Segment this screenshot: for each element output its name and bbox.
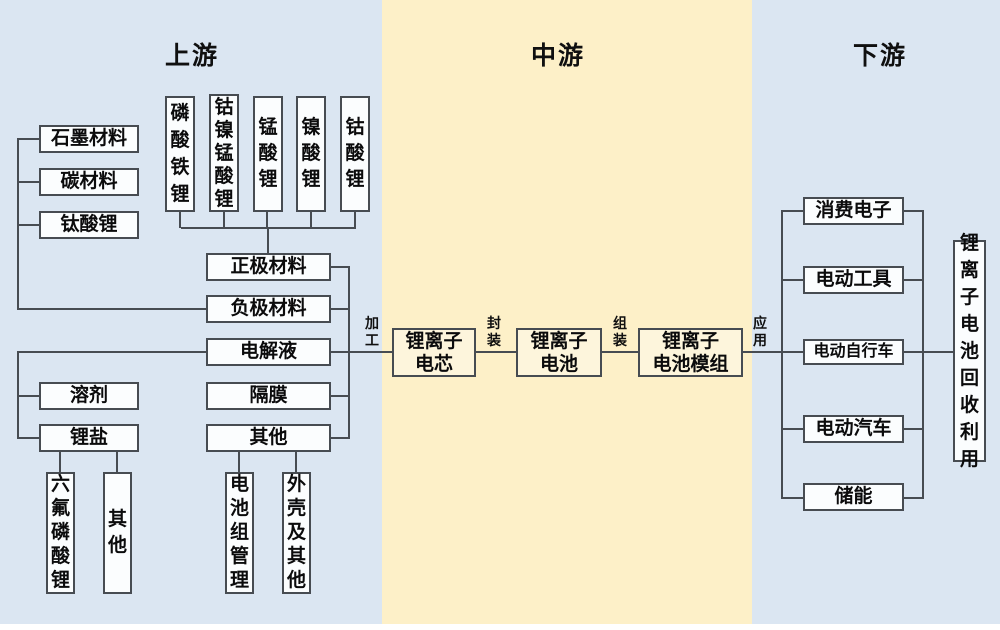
node-other-salt: 其他 (103, 472, 132, 594)
connector-line (781, 210, 803, 212)
node-electric-vehicle: 电动汽车 (803, 415, 904, 443)
node-separator: 隔膜 (206, 382, 331, 410)
connector-line (743, 351, 803, 353)
node-lithium-nickelate: 镍酸锂 (296, 96, 326, 212)
li-ion-cell-line1: 锂离子 (405, 330, 463, 352)
node-graphite-materials: 石墨材料 (39, 125, 139, 153)
connector-line (904, 279, 922, 281)
node-li-ion-battery-module: 锂离子 电池模组 (638, 328, 743, 377)
connector-line (354, 212, 356, 228)
node-energy-storage: 储能 (803, 483, 904, 511)
connector-line (904, 428, 922, 430)
label-application: 应用 (753, 315, 767, 348)
node-electrolyte: 电解液 (206, 338, 331, 366)
node-lithium-manganate: 锰酸锂 (253, 96, 283, 212)
connector-line (267, 227, 269, 254)
node-carbon-materials: 碳材料 (39, 168, 139, 196)
connector-line (331, 308, 349, 310)
node-cathode-material: 正极材料 (206, 253, 331, 281)
node-consumer-electronics: 消费电子 (803, 197, 904, 225)
connector-line (348, 351, 392, 353)
node-lipf6: 六氟磷酸锂 (46, 472, 75, 594)
connector-line (904, 497, 922, 499)
title-downstream: 下游 (852, 42, 907, 70)
li-ion-battery-module-line1: 锂离子 (661, 330, 719, 352)
connector-line (238, 452, 240, 472)
node-solvent: 溶剂 (39, 382, 139, 410)
connector-line (310, 212, 312, 228)
connector-line (17, 308, 207, 310)
connector-line (781, 428, 803, 430)
node-power-tools: 电动工具 (803, 266, 904, 294)
connector-line (904, 351, 953, 353)
connector-line (922, 210, 924, 499)
node-battery-management: 电池组管理 (225, 472, 254, 594)
bottom-white-strip (0, 624, 1000, 630)
node-other-components: 其他 (206, 424, 331, 452)
connector-line (781, 210, 783, 499)
connector-line (904, 210, 922, 212)
connector-line (331, 351, 349, 353)
node-lithium-cobaltate: 钴酸锂 (340, 96, 370, 212)
li-ion-cell-line2: 电芯 (414, 353, 453, 375)
connector-line (781, 497, 803, 499)
connector-line (223, 212, 225, 228)
connector-line (17, 351, 19, 439)
li-ion-battery-line2: 电池 (539, 353, 578, 375)
connector-line (17, 395, 40, 397)
node-li-ion-battery: 锂离子 电池 (516, 328, 602, 377)
label-assembly: 组装 (613, 315, 627, 348)
connector-line (331, 395, 349, 397)
connector-line (266, 212, 268, 228)
connector-line (179, 212, 181, 228)
connector-line (116, 452, 118, 472)
node-lithium-salt: 锂盐 (39, 424, 139, 452)
connector-line (331, 437, 349, 439)
connector-line (331, 266, 349, 268)
connector-line (17, 224, 40, 226)
title-midstream: 中游 (530, 42, 585, 70)
li-ion-battery-line1: 锂离子 (530, 330, 588, 352)
connector-line (17, 181, 40, 183)
label-packaging: 封装 (487, 315, 501, 348)
node-ncm-lithium: 钴镍锰酸锂 (209, 94, 239, 212)
connector-line (17, 138, 19, 310)
node-electric-bicycle: 电动自行车 (803, 339, 904, 365)
connector-line (476, 351, 516, 353)
node-lithium-titanate: 钛酸锂 (39, 211, 139, 239)
connector-line (17, 437, 40, 439)
node-anode-material: 负极材料 (206, 295, 331, 323)
node-battery-recycling: 锂离子电池回收利用 (953, 233, 986, 470)
connector-line (17, 351, 207, 353)
connector-line (17, 138, 40, 140)
connector-line (781, 279, 803, 281)
title-upstream: 上游 (164, 42, 219, 70)
li-ion-battery-module-line2: 电池模组 (652, 353, 729, 375)
connector-line (59, 452, 61, 472)
node-casing-and-other: 外壳及其他 (282, 472, 311, 594)
node-lithium-iron-phosphate: 磷酸铁锂 (165, 96, 195, 212)
connector-line (295, 452, 297, 472)
connector-line (602, 351, 638, 353)
midstream-panel (382, 0, 752, 630)
node-li-ion-cell: 锂离子 电芯 (392, 328, 476, 377)
label-processing: 加工 (365, 315, 379, 348)
